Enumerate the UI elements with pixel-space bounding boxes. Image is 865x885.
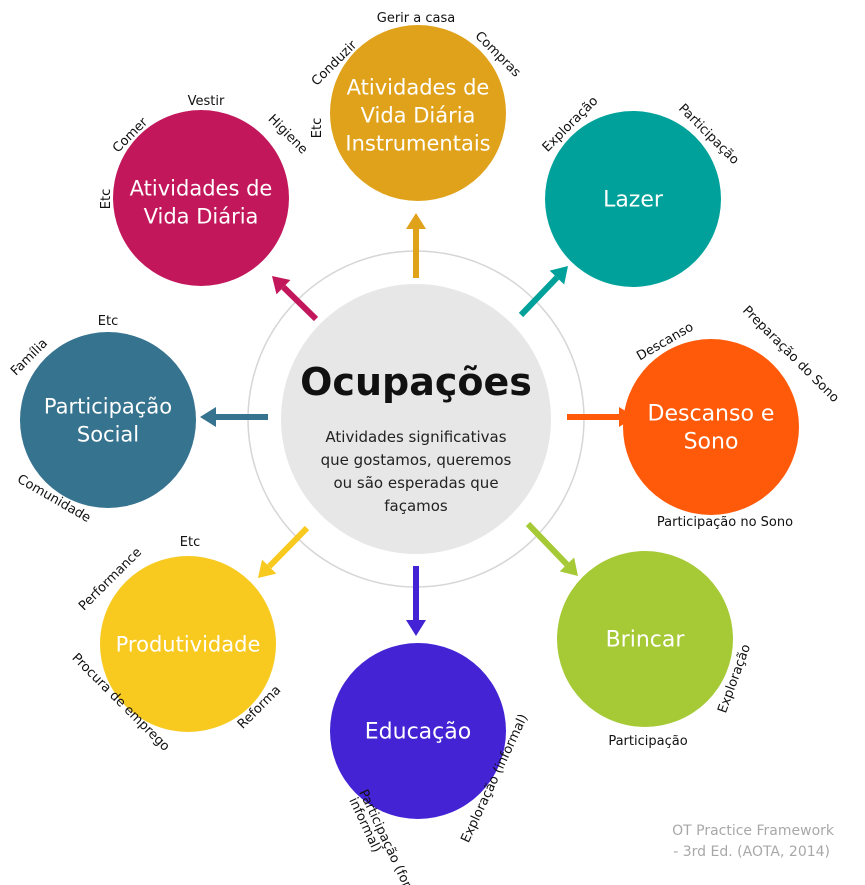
node-avd [113,110,289,286]
node-aivd-title-line-1: Atividades de [347,75,490,99]
arrow-brincar-shaft [525,521,570,567]
node-produtividade [100,556,276,732]
node-social-title-line-2: Social [77,422,139,446]
node-avd-title-line-1: Atividades de [130,176,273,200]
node-produtividade-title-line-1: Produtividade [116,632,261,656]
node-social-label-1: Etc [98,314,118,329]
node-educacao-title-line-1: Educação [365,720,471,745]
node-aivd-title-line-2: Vida Diária [361,103,476,127]
node-brincar-title-line-1: Brincar [606,628,686,653]
credit-line-1: OT Practice Framework [672,823,835,839]
center-circle [281,284,551,554]
node-descanso-label-3: Participação no Sono [657,515,793,530]
arrow-avd-shaft [281,285,319,322]
node-social-title-line-1: Participação [44,394,172,418]
arrow-produtividade-head [258,559,277,578]
node-produtividade-label-1: Etc [180,535,200,550]
arrow-avd-head [272,276,291,295]
arrow-brincar-head [559,557,578,576]
arrow-produtividade-shaft [267,525,310,569]
credit-line-2: - 3rd Ed. (AOTA, 2014) [673,844,830,860]
node-brincar [557,551,733,727]
center-subtitle-line-2: que gostamos, queremos [321,451,512,469]
node-descanso-title-line-1: Descanso e [648,402,775,427]
node-aivd-label-1: Gerir a casa [377,11,455,26]
node-lazer-title-line-1: Lazer [603,188,664,213]
node-avd-label-1: Vestir [188,94,225,109]
node-educacao [330,643,506,819]
arrow-lazer-head [549,266,568,285]
arrow-aivd-head [406,213,426,229]
arrow-social-head [200,407,216,427]
node-aivd-label-4: Etc [310,118,325,138]
node-descanso-title-line-2: Sono [684,430,739,455]
node-aivd-title-line-3: Instrumentais [345,131,490,155]
center-subtitle-line-3: ou são esperadas que [333,474,498,492]
center-subtitle-line-1: Atividades significativas [325,428,506,446]
node-lazer [545,111,721,287]
center-subtitle-line-4: façamos [384,497,448,515]
node-descanso [623,339,799,515]
arrow-educacao-head [406,620,426,636]
node-brincar-label-2: Participação [608,734,687,749]
node-avd-label-4: Etc [99,189,114,209]
node-social [20,332,196,508]
node-avd-title-line-2: Vida Diária [144,204,259,228]
node-aivd [330,25,506,201]
center-title: Ocupações [300,360,532,404]
arrows-group [200,213,635,636]
arrow-lazer-shaft [518,275,560,318]
